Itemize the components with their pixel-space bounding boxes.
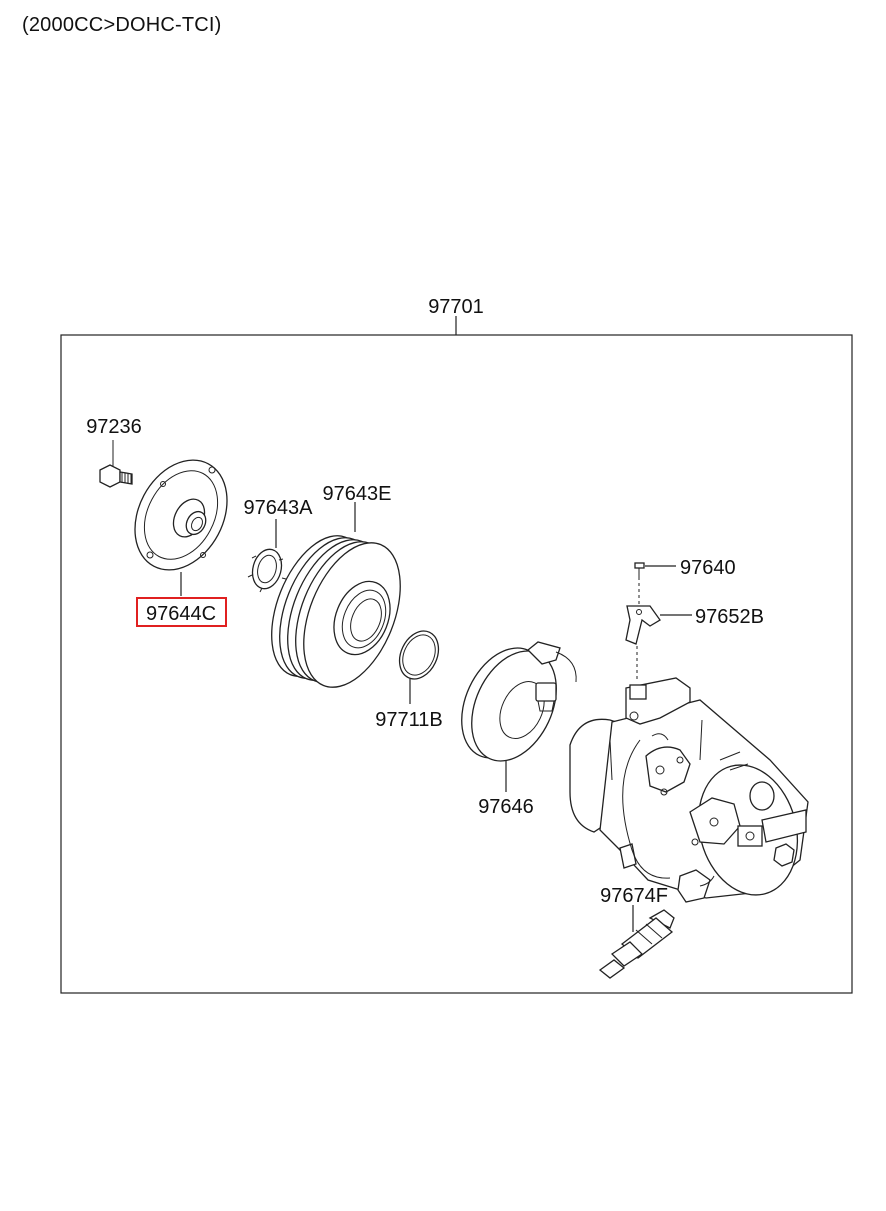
screw-part[interactable] — [634, 562, 645, 605]
part-label-97652B[interactable]: 97652B — [695, 606, 764, 628]
part-label-97644C[interactable]: 97644C — [146, 603, 216, 625]
engine-caption: (2000CC>DOHC-TCI) — [22, 14, 222, 36]
pulley-part[interactable] — [253, 522, 419, 701]
control-valve-part[interactable] — [598, 909, 675, 979]
part-label-97643A[interactable]: 97643A — [244, 497, 314, 519]
part-label-97646[interactable]: 97646 — [478, 796, 534, 818]
snap-ring-part[interactable] — [247, 546, 287, 593]
bolt-part[interactable] — [99, 440, 133, 488]
assembly-label[interactable]: 97701 — [428, 296, 484, 318]
part-label-97236[interactable]: 97236 — [86, 416, 142, 438]
field-coil-part[interactable] — [445, 634, 577, 774]
disc-hub-part[interactable] — [117, 444, 246, 586]
part-label-97640[interactable]: 97640 — [680, 557, 736, 579]
part-label-97643E[interactable]: 97643E — [323, 483, 392, 505]
part-label-97711B[interactable]: 97711B — [375, 709, 442, 731]
part-label-97674F[interactable]: 97674F — [600, 885, 668, 907]
compressor-body[interactable] — [569, 677, 811, 906]
o-ring-part[interactable] — [392, 625, 446, 686]
bracket-part[interactable] — [625, 605, 661, 680]
highlight-box — [136, 597, 227, 627]
